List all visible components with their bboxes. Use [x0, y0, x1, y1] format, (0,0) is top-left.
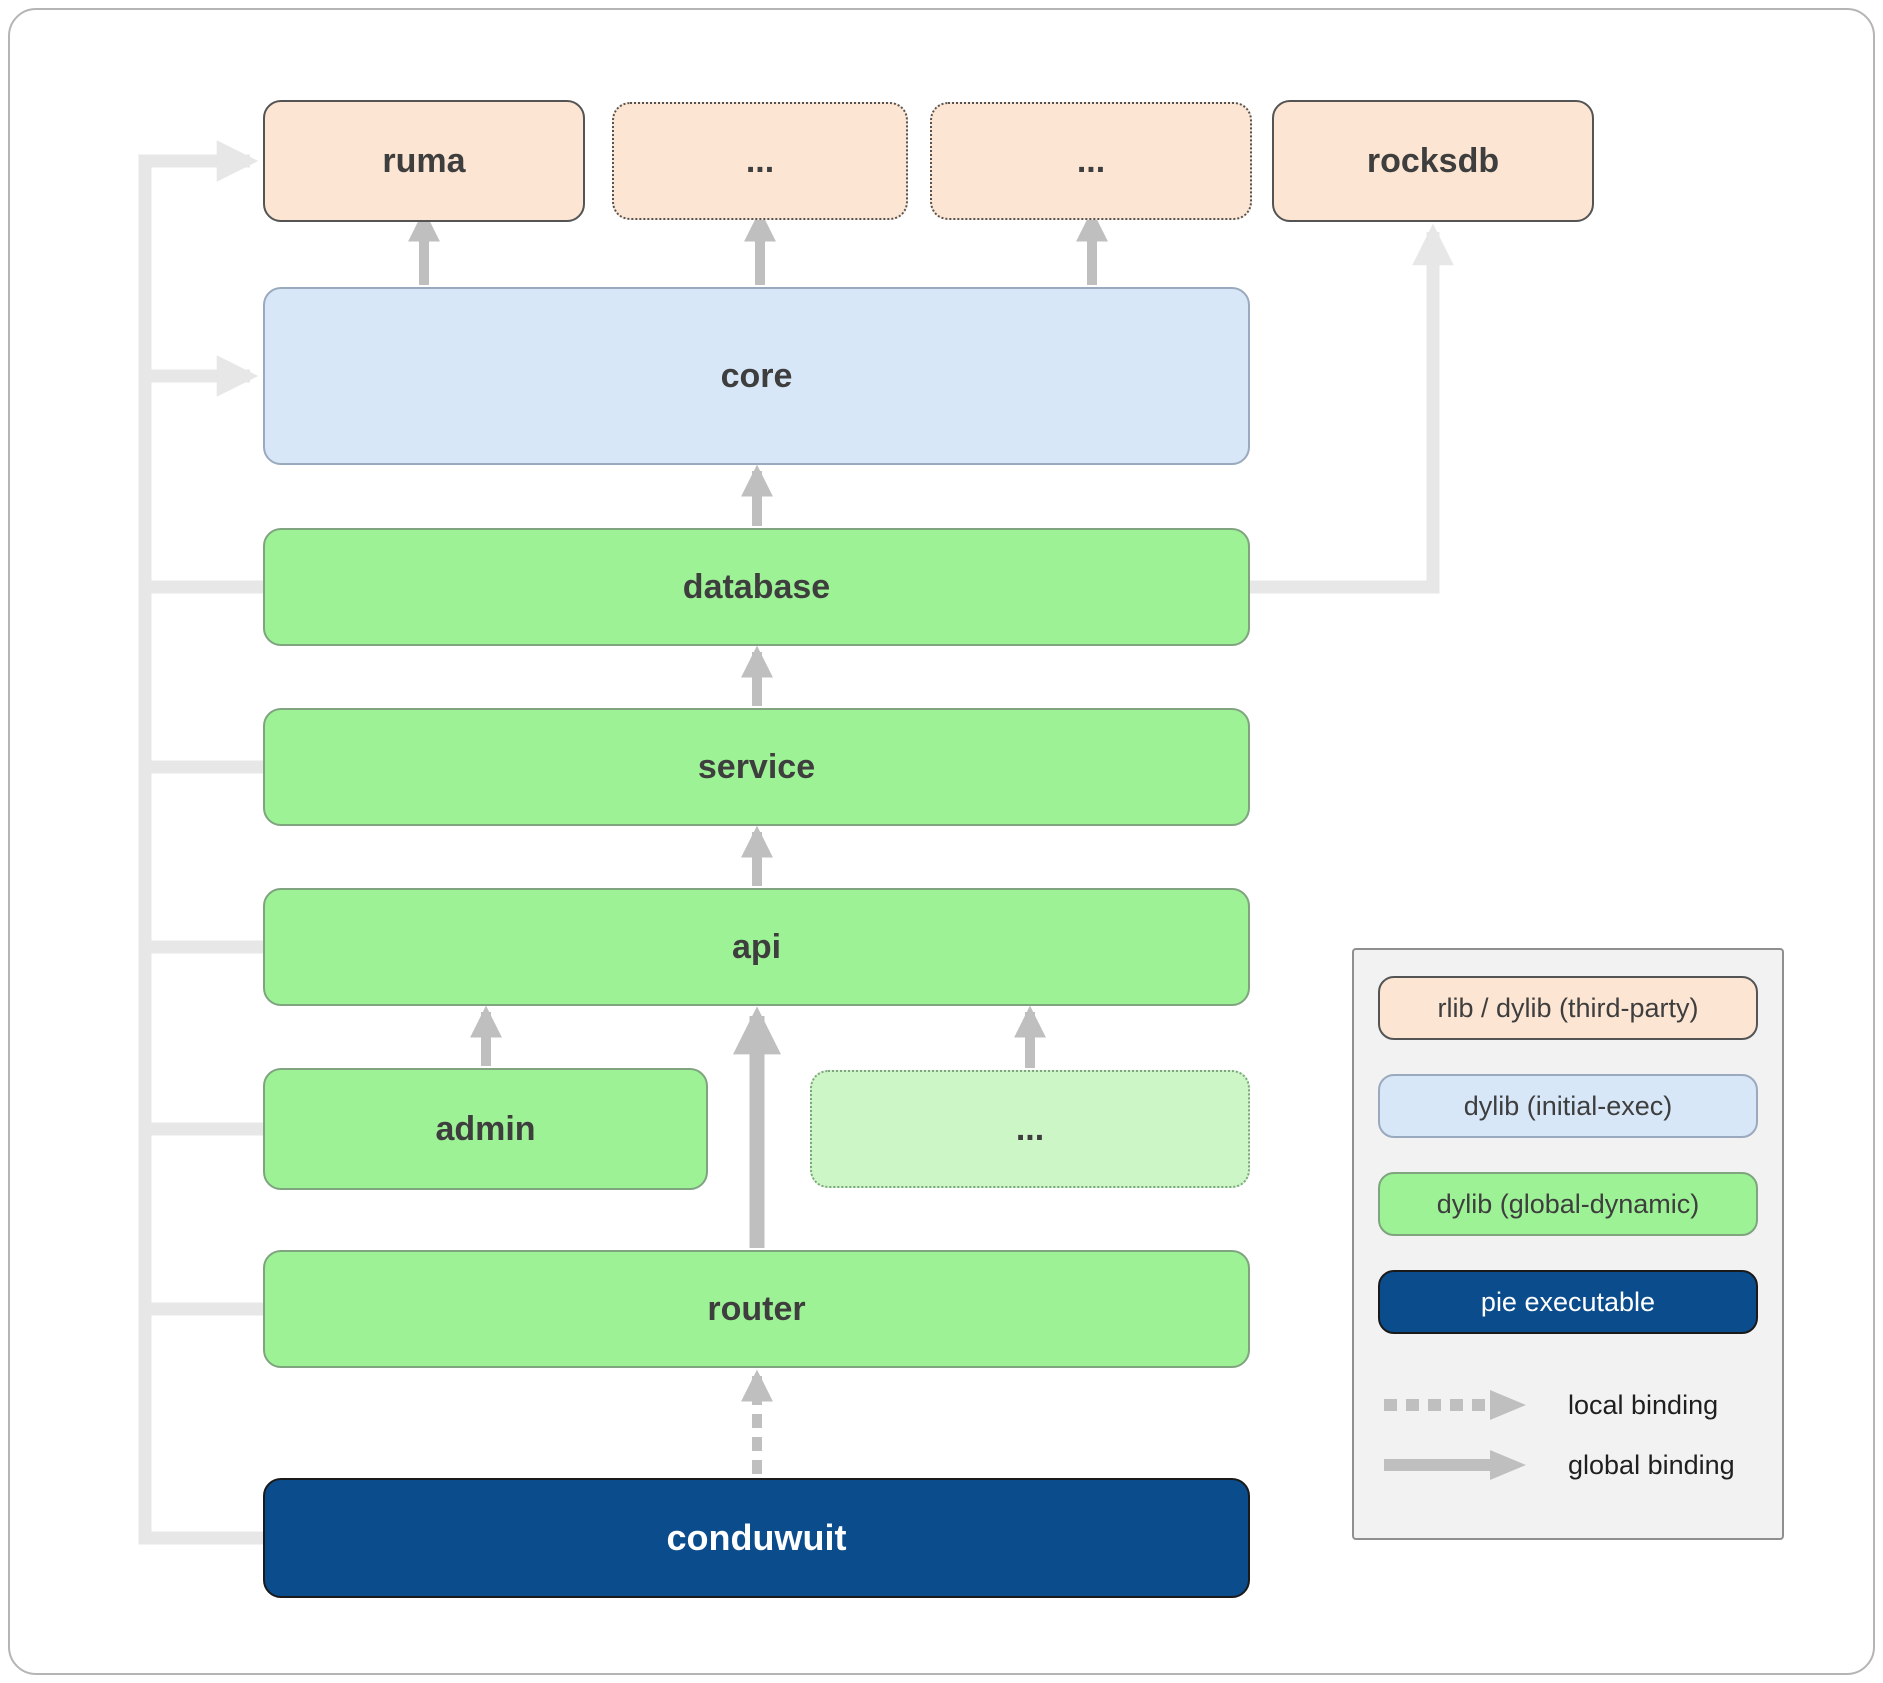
- global-binding-arrow-icon: [1384, 1450, 1526, 1480]
- node-database: database: [263, 528, 1250, 646]
- legend: rlib / dylib (third-party) dylib (initia…: [1352, 948, 1784, 1540]
- legend-chip-initial-exec-label: dylib (initial-exec): [1463, 1090, 1673, 1121]
- legend-local-binding-label: local binding: [1568, 1389, 1719, 1420]
- node-core: core: [263, 287, 1250, 465]
- connector-conduwuit-to-ruma: [138, 140, 263, 1545]
- node-ruma-label: ruma: [382, 141, 466, 180]
- node-service: service: [263, 708, 1250, 826]
- node-dots-top-1-label: ...: [745, 141, 775, 180]
- node-api-label: api: [731, 927, 782, 966]
- node-database-label: database: [682, 567, 831, 606]
- node-service-label: service: [697, 747, 816, 786]
- node-api: api: [263, 888, 1250, 1006]
- node-dots-top-2-label: ...: [1076, 141, 1106, 180]
- node-dots-mid: ...: [810, 1070, 1250, 1188]
- legend-chip-third-party: rlib / dylib (third-party): [1378, 976, 1758, 1040]
- node-rocksdb: rocksdb: [1272, 100, 1594, 222]
- node-admin: admin: [263, 1068, 708, 1190]
- node-conduwuit: conduwuit: [263, 1478, 1250, 1598]
- node-router-label: router: [707, 1289, 806, 1328]
- local-binding-arrow-icon: [1384, 1390, 1526, 1420]
- node-router: router: [263, 1250, 1250, 1368]
- node-dots-top-2: ...: [930, 102, 1252, 220]
- legend-global-binding-row: global binding: [1378, 1442, 1758, 1488]
- node-core-label: core: [720, 356, 793, 395]
- outer-frame: [8, 8, 1875, 1675]
- legend-chip-third-party-label: rlib / dylib (third-party): [1437, 992, 1699, 1023]
- node-rocksdb-label: rocksdb: [1366, 141, 1500, 180]
- node-conduwuit-label: conduwuit: [666, 1517, 847, 1558]
- legend-chip-pie-executable-label: pie executable: [1480, 1286, 1656, 1317]
- legend-chip-initial-exec: dylib (initial-exec): [1378, 1074, 1758, 1138]
- node-dots-top-1: ...: [612, 102, 908, 220]
- legend-chip-pie-executable: pie executable: [1378, 1270, 1758, 1334]
- legend-local-binding-row: local binding: [1378, 1382, 1758, 1428]
- node-admin-label: admin: [435, 1109, 536, 1148]
- legend-chip-global-dynamic-label: dylib (global-dynamic): [1436, 1188, 1700, 1219]
- node-dots-mid-label: ...: [1015, 1109, 1045, 1148]
- node-ruma: ruma: [263, 100, 585, 222]
- legend-global-binding-label: global binding: [1568, 1449, 1735, 1480]
- legend-chip-global-dynamic: dylib (global-dynamic): [1378, 1172, 1758, 1236]
- connector-database-to-rocksdb: [1248, 223, 1454, 594]
